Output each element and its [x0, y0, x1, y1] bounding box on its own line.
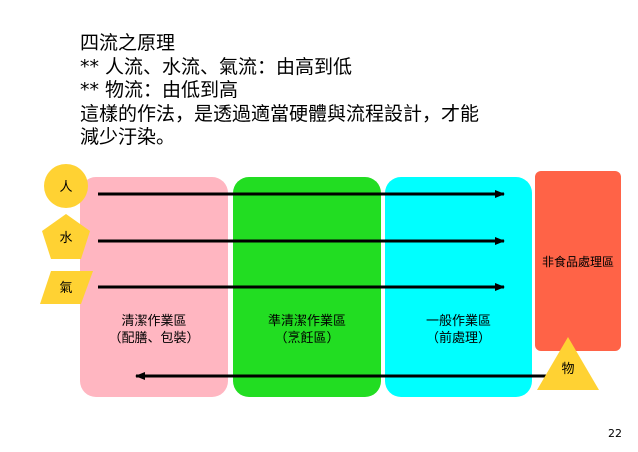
page-number: 22: [608, 427, 622, 440]
note-people-water-air-flow: ** 人流、水流、氣流：由高到低: [80, 55, 353, 78]
goods-flow-marker: 物: [537, 337, 599, 390]
zone-non-food: [535, 171, 621, 351]
heading-four-flows: 四流之原理: [80, 32, 176, 54]
zone-general-label: 一般作業區 （前處理）: [385, 313, 532, 347]
zone-non-food-title: 非食品處理區: [541, 255, 614, 269]
zone-general-subtitle: （前處理）: [425, 331, 491, 346]
explanation-line-2: 減少汙染。: [80, 126, 176, 148]
air-flow-marker: 氣: [40, 271, 93, 304]
person-flow-marker: 人: [44, 164, 88, 208]
air-flow-label: 氣: [59, 281, 72, 296]
goods-triangle-shape: [537, 337, 599, 390]
principle-text: 四流之原理 ** 人流、水流、氣流：由高到低 ** 物流：由低到高 這樣的作法，…: [80, 32, 550, 150]
zone-non-food-label: 非食品處理區: [535, 254, 621, 271]
zone-clean-title: 清潔作業區: [121, 314, 187, 329]
explanation-line-1: 這樣的作法，是透過適當硬體與流程設計，才能: [80, 102, 480, 125]
person-circle-shape: [44, 164, 88, 208]
note-goods-flow: ** 物流：由低到高: [80, 79, 239, 101]
zone-semi-clean-label: 準清潔作業區 （烹飪區）: [233, 313, 381, 347]
person-flow-label: 人: [59, 180, 72, 195]
zone-general-title: 一般作業區: [425, 314, 491, 329]
water-flow-label: 水: [59, 231, 72, 246]
zone-clean-subtitle: （配膳、包裝）: [108, 331, 200, 346]
zone-clean-label: 清潔作業區 （配膳、包裝）: [80, 313, 228, 347]
zone-semi-clean-subtitle: （烹飪區）: [274, 331, 340, 346]
water-pentagon-shape: [42, 214, 90, 259]
water-flow-marker: 水: [42, 214, 90, 259]
air-parallelogram-shape: [40, 271, 93, 304]
zone-semi-clean-title: 準清潔作業區: [267, 314, 346, 329]
goods-flow-label: 物: [561, 362, 574, 377]
